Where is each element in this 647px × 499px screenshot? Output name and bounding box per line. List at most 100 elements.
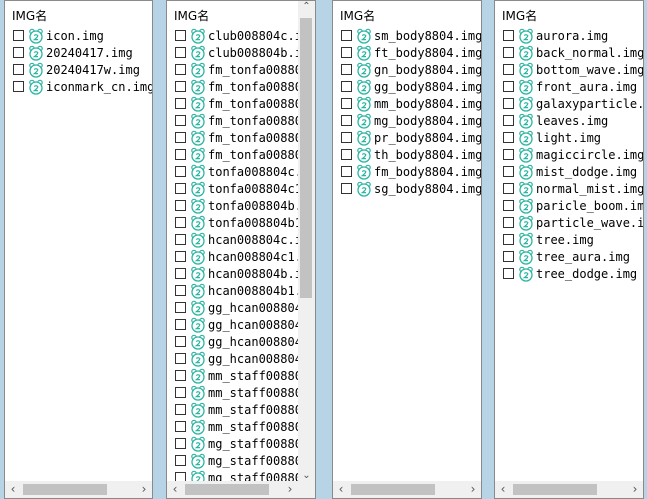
horizontal-scrollbar[interactable]: ‹ › [167,481,298,498]
file-checkbox[interactable] [175,115,186,126]
scroll-left-arrow-icon[interactable]: ‹ [10,482,16,496]
scroll-left-arrow-icon[interactable]: ‹ [338,482,344,496]
file-row[interactable]: tree_aura.img [502,249,643,266]
file-checkbox[interactable] [503,200,514,211]
file-checkbox[interactable] [503,98,514,109]
file-checkbox[interactable] [175,166,186,177]
file-checkbox[interactable] [175,421,186,432]
file-row[interactable]: fm_tonfa00880 [174,96,315,113]
file-row[interactable]: ft_body8804.img [340,45,481,62]
file-checkbox[interactable] [175,438,186,449]
file-row[interactable]: iconmark_cn.img [12,79,152,96]
file-row[interactable]: tonfa008804b. [174,198,315,215]
vertical-scrollbar[interactable]: ⌃ ⌄ [298,1,315,481]
file-checkbox[interactable] [341,98,352,109]
file-checkbox[interactable] [503,47,514,58]
file-row[interactable]: leaves.img [502,113,643,130]
file-checkbox[interactable] [341,132,352,143]
file-checkbox[interactable] [503,166,514,177]
vertical-scroll-thumb[interactable] [300,18,312,298]
file-checkbox[interactable] [175,200,186,211]
file-checkbox[interactable] [175,285,186,296]
column-header-img-name[interactable]: IMG名 [340,9,376,23]
file-row[interactable]: particle_wave.im [502,215,643,232]
file-checkbox[interactable] [175,30,186,41]
file-checkbox[interactable] [175,217,186,228]
file-row[interactable]: back_normal.img [502,45,643,62]
file-checkbox[interactable] [175,404,186,415]
horizontal-scroll-thumb[interactable] [513,484,597,495]
file-checkbox[interactable] [175,149,186,160]
file-row[interactable]: gg_body8804.img [340,79,481,96]
file-checkbox[interactable] [13,47,24,58]
file-checkbox[interactable] [341,47,352,58]
file-checkbox[interactable] [175,47,186,58]
file-row[interactable]: hcan008804b1. [174,283,315,300]
file-row[interactable]: mm_staff00880 [174,419,315,436]
file-checkbox[interactable] [341,183,352,194]
file-checkbox[interactable] [341,166,352,177]
file-checkbox[interactable] [341,81,352,92]
scroll-left-arrow-icon[interactable]: ‹ [172,482,178,496]
file-row[interactable]: hcan008804c1. [174,249,315,266]
column-header-img-name[interactable]: IMG名 [174,9,210,23]
file-row[interactable]: mm_staff00880 [174,368,315,385]
scroll-up-arrow-icon[interactable]: ⌃ [302,1,311,12]
file-row[interactable]: mg_staff00880 [174,436,315,453]
file-row[interactable]: bottom_wave.img [502,62,643,79]
file-checkbox[interactable] [341,115,352,126]
file-row[interactable]: paricle_boom.img [502,198,643,215]
file-checkbox[interactable] [175,370,186,381]
file-row[interactable]: galaxyparticle.i [502,96,643,113]
file-row[interactable]: 20240417w.img [12,62,152,79]
file-row[interactable]: light.img [502,130,643,147]
file-row[interactable]: 20240417.img [12,45,152,62]
file-row[interactable]: sm_body8804.img [340,28,481,45]
file-row[interactable]: sg_body8804.img [340,181,481,198]
file-row[interactable]: mm_staff00880 [174,402,315,419]
file-row[interactable]: fm_body8804.img [340,164,481,181]
column-header-img-name[interactable]: IMG名 [502,9,538,23]
horizontal-scroll-thumb[interactable] [23,484,107,495]
file-checkbox[interactable] [503,115,514,126]
file-checkbox[interactable] [175,64,186,75]
file-checkbox[interactable] [503,132,514,143]
scroll-right-arrow-icon[interactable]: › [632,482,638,496]
file-row[interactable]: mist_dodge.img [502,164,643,181]
file-checkbox[interactable] [175,183,186,194]
file-row[interactable]: hcan008804b.i [174,266,315,283]
file-checkbox[interactable] [175,268,186,279]
scroll-right-arrow-icon[interactable]: › [141,482,147,496]
file-checkbox[interactable] [503,30,514,41]
file-row[interactable]: club008804c.i [174,28,315,45]
file-row[interactable]: front_aura.img [502,79,643,96]
file-checkbox[interactable] [503,149,514,160]
file-row[interactable]: pr_body8804.img [340,130,481,147]
file-row[interactable]: tonfa008804b1 [174,215,315,232]
file-checkbox[interactable] [503,268,514,279]
file-row[interactable]: icon.img [12,28,152,45]
scroll-down-arrow-icon[interactable]: ⌄ [302,470,311,481]
scroll-left-arrow-icon[interactable]: ‹ [500,482,506,496]
horizontal-scroll-thumb[interactable] [185,484,269,495]
horizontal-scrollbar[interactable]: ‹ › [333,481,481,498]
file-checkbox[interactable] [503,81,514,92]
file-row[interactable]: fm_tonfa00880 [174,113,315,130]
file-row[interactable]: gg_hcan008804 [174,317,315,334]
file-row[interactable]: mg_body8804.img [340,113,481,130]
file-checkbox[interactable] [341,149,352,160]
file-row[interactable]: normal_mist.img [502,181,643,198]
file-row[interactable]: hcan008804c.i [174,232,315,249]
file-row[interactable]: aurora.img [502,28,643,45]
file-checkbox[interactable] [175,251,186,262]
file-row[interactable]: mm_body8804.img [340,96,481,113]
column-header-img-name[interactable]: IMG名 [12,9,48,23]
file-row[interactable]: gn_body8804.img [340,62,481,79]
file-checkbox[interactable] [175,387,186,398]
file-row[interactable]: gg_hcan008804 [174,334,315,351]
file-checkbox[interactable] [175,98,186,109]
file-checkbox[interactable] [503,64,514,75]
file-checkbox[interactable] [175,234,186,245]
file-row[interactable]: tonfa008804c. [174,164,315,181]
file-checkbox[interactable] [175,336,186,347]
